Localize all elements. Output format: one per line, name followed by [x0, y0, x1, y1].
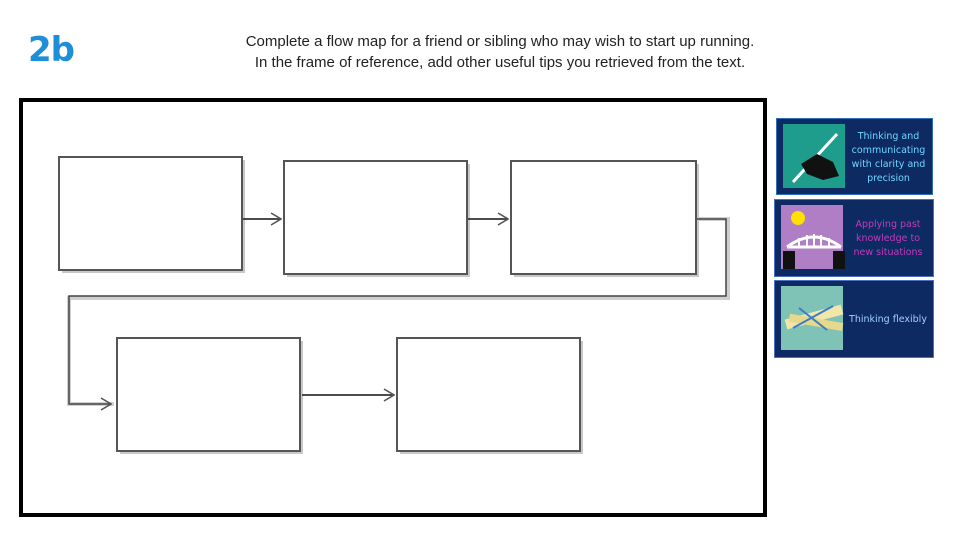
frame-of-reference: [19, 98, 767, 517]
habit-label-flexibly: Thinking flexibly: [849, 314, 927, 325]
flow-box-4[interactable]: [116, 337, 303, 454]
instructions: Complete a flow map for a friend or sibl…: [200, 31, 800, 73]
flow-box-3[interactable]: [510, 160, 699, 277]
habit-card-past-knowledge: Applying past knowledge to new situation…: [774, 199, 934, 277]
habit-label-past-knowledge: Applying past knowledge to new situation…: [853, 219, 923, 258]
slide-number: 2b: [28, 30, 75, 70]
flow-box-5[interactable]: [396, 337, 583, 454]
flow-box-1[interactable]: [58, 156, 245, 273]
instruction-line-1: Complete a flow map for a friend or sibl…: [245, 33, 755, 50]
ruler-icon: [781, 286, 844, 350]
bridge-sun-icon: [781, 205, 845, 269]
habit-card-flexibly: Thinking flexibly: [774, 280, 934, 358]
pen-hand-icon: [783, 124, 845, 188]
habit-label-clarity: Thinking and communicating with clarity …: [851, 130, 926, 184]
instruction-line-2: In the frame of reference, add other use…: [254, 54, 746, 71]
habit-card-clarity: Thinking and communicating with clarity …: [776, 118, 933, 195]
flow-box-2[interactable]: [283, 160, 470, 277]
